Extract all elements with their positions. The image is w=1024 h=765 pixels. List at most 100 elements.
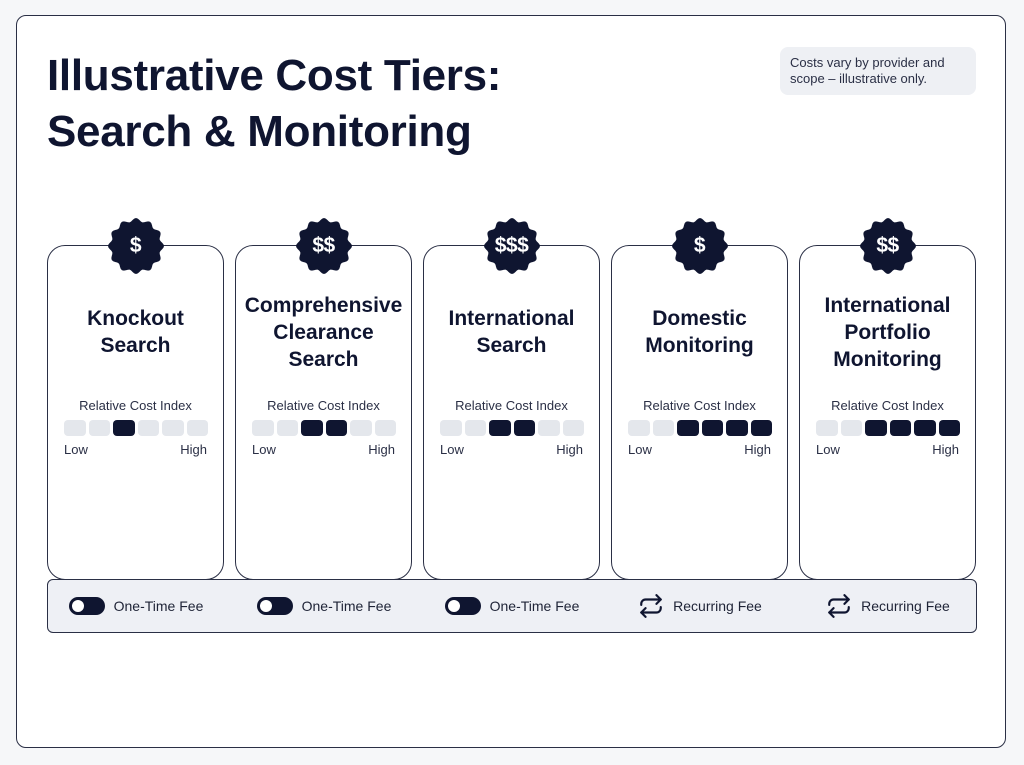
meter-segment-empty [88,420,110,436]
meter-segment-empty [162,420,184,436]
scalloped-badge-icon [295,218,352,274]
repeat-icon [638,593,664,619]
tier-title-line: Search [476,334,547,357]
meter-segment-empty [350,420,372,436]
disclaimer-note: Costs vary by provider and scope – illus… [780,47,976,95]
meter-segment-filled [677,420,699,436]
price-badge-label: $$ [312,234,335,257]
meter-segment-filled [325,420,347,436]
cost-index-meter [440,420,584,436]
fee-type-item: Recurring Fee [794,580,982,631]
meter-segment-filled [865,420,887,436]
scalloped-badge-icon [671,218,728,274]
meter-segment-empty [562,420,584,436]
meter-segment-filled [301,420,323,436]
tier-title-line: Clearance [273,321,374,344]
fee-type-item: One-Time Fee [418,580,606,631]
fee-type-item: Recurring Fee [606,580,794,631]
meter-segment-empty [64,420,86,436]
tier-title-line: Comprehensive [244,294,403,317]
meter-segment-empty [186,420,208,436]
scale-low-label: Low [252,442,276,457]
meter-segment-empty [816,420,838,436]
meter-segment-empty [652,420,674,436]
fee-type-bar: One-Time Fee One-Time Fee One-Time Fee Recu… [47,579,977,633]
meter-segment-filled [489,420,511,436]
cost-index-meter [64,420,208,436]
price-badge: $$$ [483,218,540,274]
repeat-icon [826,593,852,619]
tier-title-line: Search [288,348,359,371]
cost-index-meter [252,420,396,436]
toggle-icon [68,596,105,615]
tier-title-line: Monitoring [833,348,942,371]
fee-type-item: One-Time Fee [42,580,230,631]
tier-title-line: International [824,294,951,317]
scale-low-label: Low [64,442,88,457]
scale-high-label: High [180,442,207,457]
meter-segment-filled [914,420,936,436]
meter-segment-filled [701,420,723,436]
meter-segment-empty [840,420,862,436]
fee-type-item: One-Time Fee [230,580,418,631]
tier-title-line: Search [100,334,171,357]
scale-high-label: High [556,442,583,457]
tier-title-line: International [448,307,575,330]
scale-high-label: High [932,442,959,457]
meter-segment-empty [137,420,159,436]
price-badge: $ [671,218,728,274]
relative-cost-index-label: Relative Cost Index [79,398,192,413]
scale-low-label: Low [816,442,840,457]
meter-segment-filled [513,420,535,436]
meter-segment-filled [113,420,135,436]
scale-high-label: High [368,442,395,457]
fee-type-label: One-Time Fee [301,597,392,614]
relative-cost-index-label: Relative Cost Index [455,398,568,413]
cost-index-meter [628,420,772,436]
price-badge-label: $$ [876,234,899,257]
scale-high-label: High [744,442,771,457]
relative-cost-index-label: Relative Cost Index [267,398,380,413]
meter-segment-empty [538,420,560,436]
meter-segment-empty [440,420,462,436]
cost-index-meter [816,420,960,436]
meter-segment-empty [628,420,650,436]
price-badge: $$ [295,218,352,274]
tier-title-line: Monitoring [645,334,754,357]
meter-segment-empty [374,420,396,436]
meter-segment-filled [938,420,960,436]
relative-cost-index-label: Relative Cost Index [831,398,944,413]
price-badge-label: $ [693,234,706,257]
price-badge: $ [107,218,164,274]
tier-title-line: Domestic [652,307,747,330]
toggle-icon [444,596,481,615]
toggle-icon [256,596,293,615]
page-title: Illustrative Cost Tiers: Search & Monito… [47,48,501,160]
scalloped-badge-icon [859,218,916,274]
meter-segment-empty [276,420,298,436]
scalloped-badge-icon [107,218,164,274]
page-title-line-2: Search & Monitoring [47,107,472,156]
fee-type-label: One-Time Fee [489,597,580,614]
page-title-line-1: Illustrative Cost Tiers: [47,51,502,100]
scalloped-badge-icon [483,218,540,274]
fee-type-label: One-Time Fee [113,597,204,614]
meter-segment-filled [750,420,772,436]
relative-cost-index-label: Relative Cost Index [643,398,756,413]
scale-low-label: Low [440,442,464,457]
scale-low-label: Low [628,442,652,457]
tier-title-line: Knockout [87,307,184,330]
tier-title-line: Portfolio [844,321,931,344]
meter-segment-filled [889,420,911,436]
meter-segment-empty [252,420,274,436]
price-badge: $$ [859,218,916,274]
